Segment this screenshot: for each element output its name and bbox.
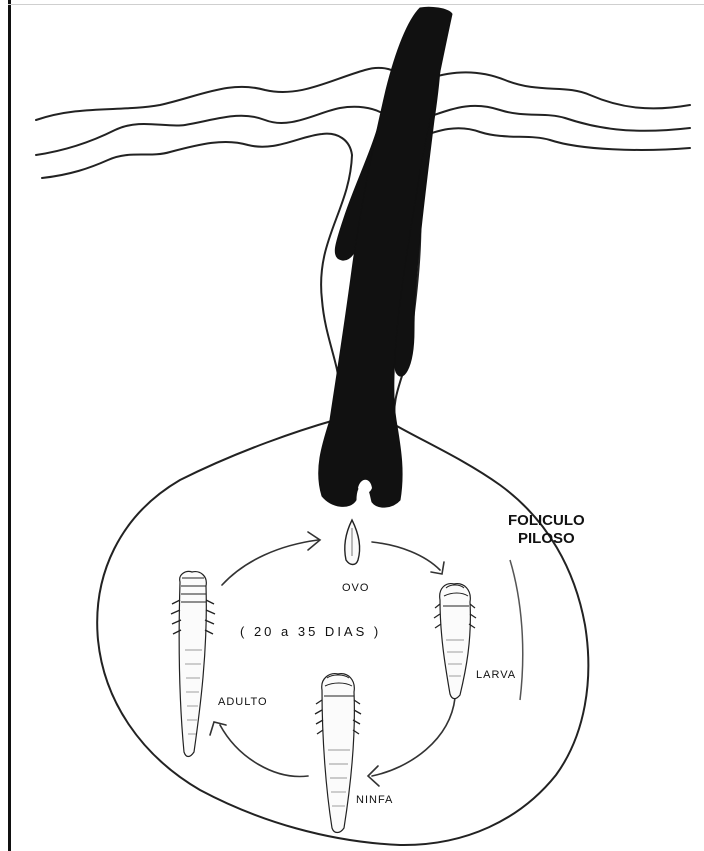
skin-line-mid-left xyxy=(36,107,380,155)
larva-label: LARVA xyxy=(476,669,516,681)
nymph-label: NINFA xyxy=(356,794,393,806)
follicle-label-line-1: FOLICULO xyxy=(508,512,585,530)
arrowhead-nymph-to-adult xyxy=(210,722,226,735)
larva-body xyxy=(440,584,471,699)
skin-line-outer-right xyxy=(418,72,690,108)
arrow-egg-to-larva xyxy=(372,542,440,570)
skin-line-mid-right xyxy=(425,106,690,131)
egg-stage-figure xyxy=(345,520,360,565)
arrow-nymph-to-adult xyxy=(220,725,308,776)
nymph-body xyxy=(322,674,355,833)
nymph-stage-figure xyxy=(315,674,361,833)
skin-line-outer-left xyxy=(36,68,396,120)
adult-label: ADULTO xyxy=(218,696,268,708)
arrow-larva-to-nymph xyxy=(372,698,455,776)
larva-stage-figure xyxy=(434,584,476,699)
follicle-label-line-2: PILOSO xyxy=(518,530,575,548)
adult-stage-figure xyxy=(171,571,215,756)
duration-label: ( 20 a 35 DIAS ) xyxy=(240,624,381,639)
skin-line-inner-left xyxy=(42,134,352,178)
egg-label: OVO xyxy=(342,582,369,594)
arrow-adult-to-egg xyxy=(222,540,318,585)
skin-layers xyxy=(36,68,690,178)
